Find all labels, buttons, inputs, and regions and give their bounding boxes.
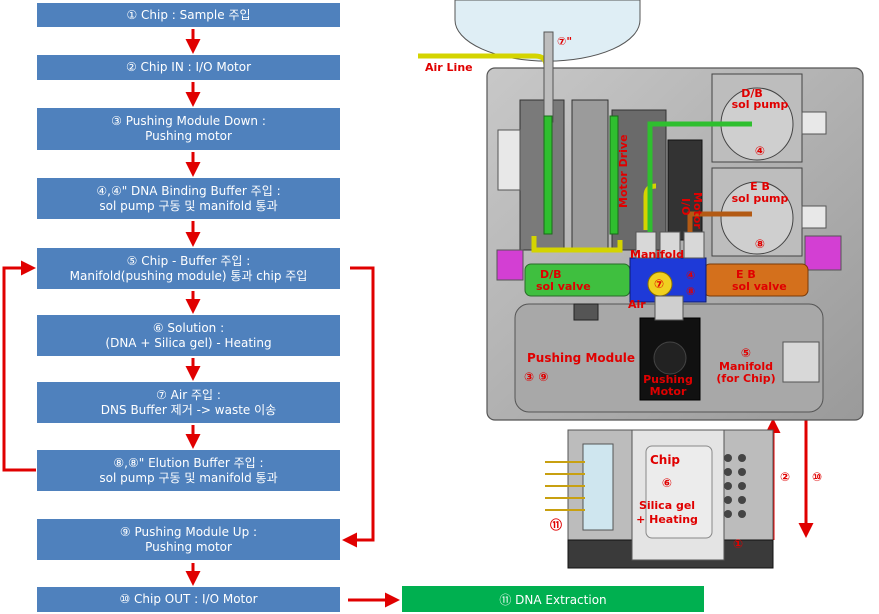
label-motor-drive: Motor Drive (617, 134, 630, 208)
step-9-line1: ⑨ Pushing Module Up : (119, 524, 258, 539)
manifold-fitting-1 (635, 231, 657, 259)
step-9-pushing-up: ⑨ Pushing Module Up :Pushing motor (37, 519, 340, 560)
eb-fitting (801, 205, 827, 229)
step-5-line2: Manifold(pushing module) 통과 chip 주입 (69, 268, 308, 283)
chip-manifold-connector (782, 341, 820, 383)
step-8-line2: sol pump 구동 및 manifold 통과 (99, 470, 278, 485)
step-9-line2: Pushing motor (145, 539, 232, 554)
rail-left-tab (497, 129, 521, 191)
step-7-line2: DNS Buffer 제거 -> waste 이송 (100, 402, 277, 417)
step-8-line1: ⑧,⑧" Elution Buffer 주입 : (113, 455, 264, 470)
brown-tube (687, 211, 752, 232)
pushing-clamp (573, 303, 599, 321)
green-tube (647, 121, 752, 232)
step-4-line1: ④,④" DNA Binding Buffer 주입 : (96, 183, 281, 198)
air-inlet-rod (543, 31, 554, 123)
step-4-line2: sol pump 구동 및 manifold 통과 (99, 198, 278, 213)
label-eb-valve: E B (736, 268, 756, 281)
label-heating: + Heating (636, 513, 698, 526)
step-10-chip-out: ⑩ Chip OUT : I/O Motor (37, 587, 340, 612)
green-rail-left (543, 115, 553, 235)
manifold-fitting-2 (659, 231, 681, 259)
label-eb-valve-2: sol valve (732, 280, 787, 293)
rail-left (519, 99, 565, 251)
label-manifold: Manifold (630, 248, 684, 261)
pushing-motor-shaft (653, 341, 687, 375)
sample-dome (454, 0, 641, 62)
label-seven-dd: ⑦" (557, 35, 572, 48)
label-air-line: Air Line (425, 61, 473, 74)
magenta-block-left (496, 249, 524, 281)
device-labels: Air Line ⑦" D/B sol pump ④ E B sol pump … (425, 35, 822, 551)
step-5-line1: ⑤ Chip - Buffer 주입 : (126, 253, 251, 268)
device-illustration (418, 0, 864, 569)
chip-pins (545, 461, 585, 511)
label-four-b: ④ (686, 269, 695, 282)
label-silica: Silica gel (639, 499, 695, 512)
green-rail-mid (609, 115, 619, 235)
label-db-valve-2: sol valve (536, 280, 591, 293)
label-ten: ⑩ (812, 470, 822, 484)
label-eight: ⑧ (755, 237, 765, 251)
label-db-pump: D/B (741, 87, 763, 100)
label-eb-pump: E B (750, 180, 770, 193)
label-eb-pump-2: sol pump (732, 192, 789, 205)
chip-wells (724, 454, 746, 518)
label-six: ⑥ (662, 476, 672, 490)
step-6-line1: ⑥ Solution : (152, 320, 225, 335)
label-io-motor: I/O (679, 198, 692, 215)
step-4-binding-buffer: ④,④" DNA Binding Buffer 주입 :sol pump 구동 … (37, 178, 340, 219)
step5-to-step9-arrow (342, 266, 375, 548)
magenta-block-right (804, 235, 842, 271)
manifold-fitting-3 (683, 231, 705, 259)
label-db-pump-2: sol pump (732, 98, 789, 111)
label-manifold-chip: Manifold (719, 360, 773, 373)
label-three-nine: ③ ⑨ (524, 370, 549, 384)
chip-connector-block (582, 443, 614, 531)
label-one: ① (733, 537, 743, 551)
chip-chamber (645, 445, 713, 539)
step-1-label: ① Chip : Sample 주입 (126, 7, 251, 22)
step-10-label: ⑩ Chip OUT : I/O Motor (119, 592, 258, 606)
step-5-chip-buffer: ⑤ Chip - Buffer 주입 :Manifold(pushing mod… (37, 248, 340, 289)
label-eight-b: ⑧ (686, 285, 695, 298)
loop-back-arrow (2, 260, 36, 472)
pushing-coupling (654, 295, 684, 321)
label-seven: ⑦ (654, 277, 664, 291)
label-four: ④ (755, 144, 765, 158)
io-motor-block (667, 139, 703, 241)
label-pushing-motor: Pushing (643, 373, 693, 386)
step-2-chip-in: ② Chip IN : I/O Motor (37, 55, 340, 80)
motor-drive-block (611, 109, 667, 251)
step-1-chip-sample: ① Chip : Sample 주입 (37, 3, 340, 27)
label-eleven: ⑪ (550, 517, 562, 532)
step-7-air: ⑦ Air 주입 :DNS Buffer 제거 -> waste 이송 (37, 382, 340, 423)
label-pushing-module: Pushing Module (527, 351, 635, 365)
label-manifold-chip-2: (for Chip) (716, 372, 775, 385)
db-fitting (801, 111, 827, 135)
yellow-tube-lower (531, 236, 623, 253)
label-five: ⑤ (741, 346, 751, 360)
step-2-label: ② Chip IN : I/O Motor (125, 60, 252, 74)
label-pushing-motor-2: Motor (650, 385, 687, 398)
step-7-line1: ⑦ Air 주입 : (156, 387, 221, 402)
step-8-elution-buffer: ⑧,⑧" Elution Buffer 주입 :sol pump 구동 및 ma… (37, 450, 340, 491)
label-io-motor-2: Motor (691, 192, 704, 229)
label-air: Air (628, 298, 646, 311)
label-two: ② (780, 470, 790, 484)
label-chip: Chip (650, 453, 680, 467)
step-3-line1: ③ Pushing Module Down : (111, 114, 266, 128)
step-6-solution: ⑥ Solution :(DNA + Silica gel) - Heating (37, 315, 340, 356)
dna-extraction-box: ⑪ DNA Extraction (402, 586, 704, 612)
step-3-line2: Pushing motor (145, 129, 232, 143)
label-db-valve: D/B (540, 268, 562, 281)
step-3-pushing-down: ③ Pushing Module Down :Pushing motor (37, 108, 340, 150)
eb-pump-disc (720, 181, 794, 255)
dna-extraction-label: ⑪ DNA Extraction (499, 592, 607, 607)
rail-mid (571, 99, 609, 251)
step-6-line2: (DNA + Silica gel) - Heating (105, 335, 272, 350)
